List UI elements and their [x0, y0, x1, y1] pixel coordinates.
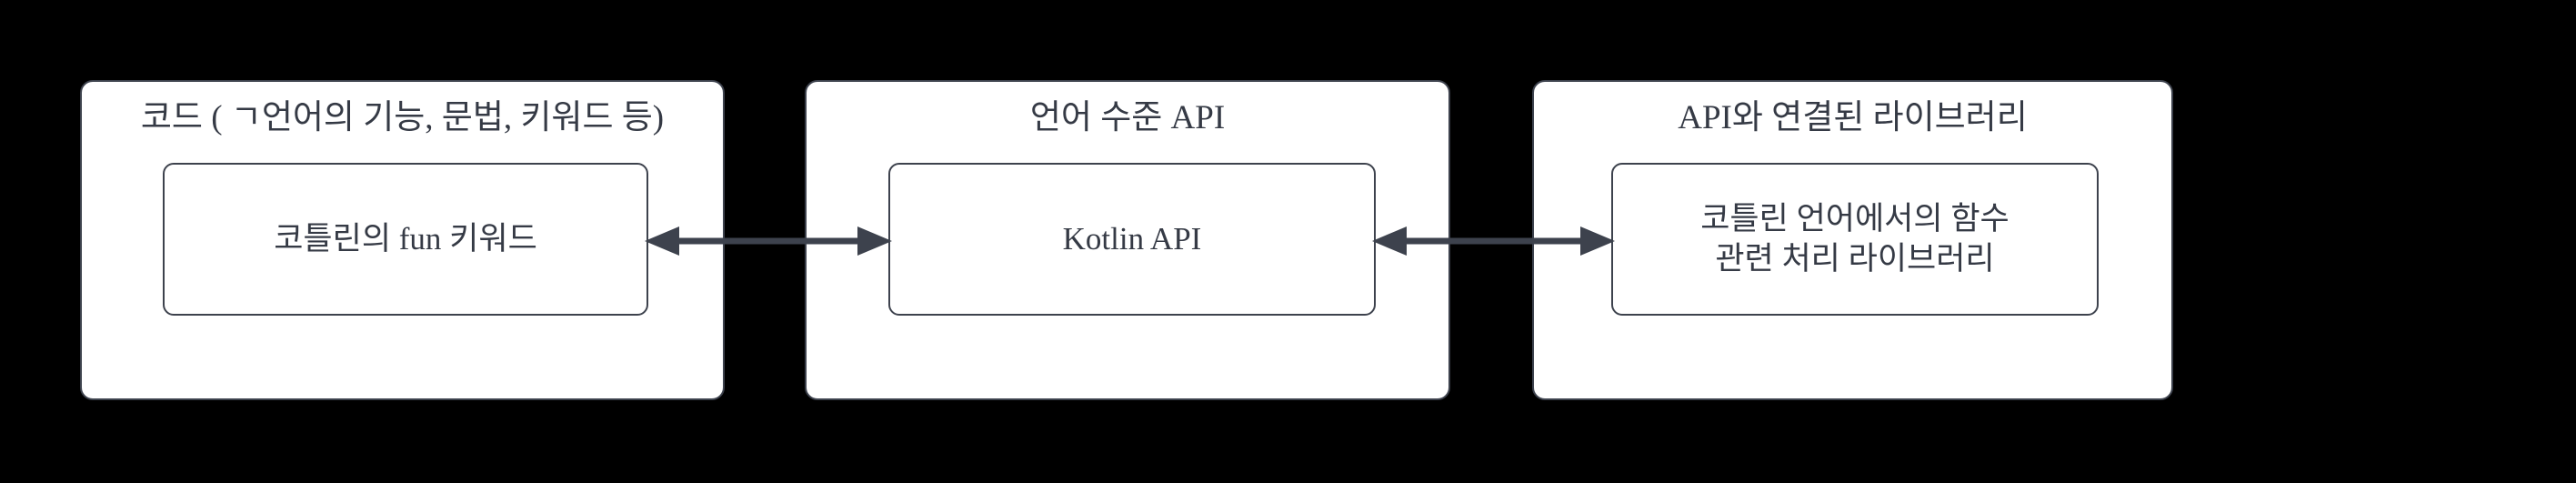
outer-box-library-layer[interactable]: API와 연결된 라이브러리 코틀린 언어에서의 함수 관련 처리 라이브러리 [1532, 80, 2173, 400]
inner-box-label-language-api-layer: Kotlin API [1062, 221, 1202, 257]
inner-box-code-layer[interactable]: 코틀린의 fun 키워드 [163, 163, 648, 316]
outer-box-title-language-api-layer: 언어 수준 API [1029, 99, 1226, 136]
connector-api-library-double-arrow-icon[interactable] [1368, 225, 1619, 257]
inner-box-language-api-layer[interactable]: Kotlin API [888, 163, 1376, 316]
outer-box-language-api-layer[interactable]: 언어 수준 API Kotlin API [805, 80, 1450, 400]
inner-box-label-code-layer: 코틀린의 fun 키워드 [274, 221, 537, 257]
outer-box-code-layer[interactable]: 코드 ( ㄱ언어의 기능, 문법, 키워드 등) 코틀린의 fun 키워드 [80, 80, 725, 400]
inner-box-label-library-layer: 코틀린 언어에서의 함수 관련 처리 라이브러리 [1700, 201, 2010, 277]
inner-box-library-layer[interactable]: 코틀린 언어에서의 함수 관련 처리 라이브러리 [1611, 163, 2099, 316]
outer-box-title-code-layer: 코드 ( ㄱ언어의 기능, 문법, 키워드 등) [140, 99, 665, 136]
connector-code-api-double-arrow-icon[interactable] [641, 225, 896, 257]
outer-box-title-library-layer: API와 연결된 라이브러리 [1678, 99, 2028, 136]
